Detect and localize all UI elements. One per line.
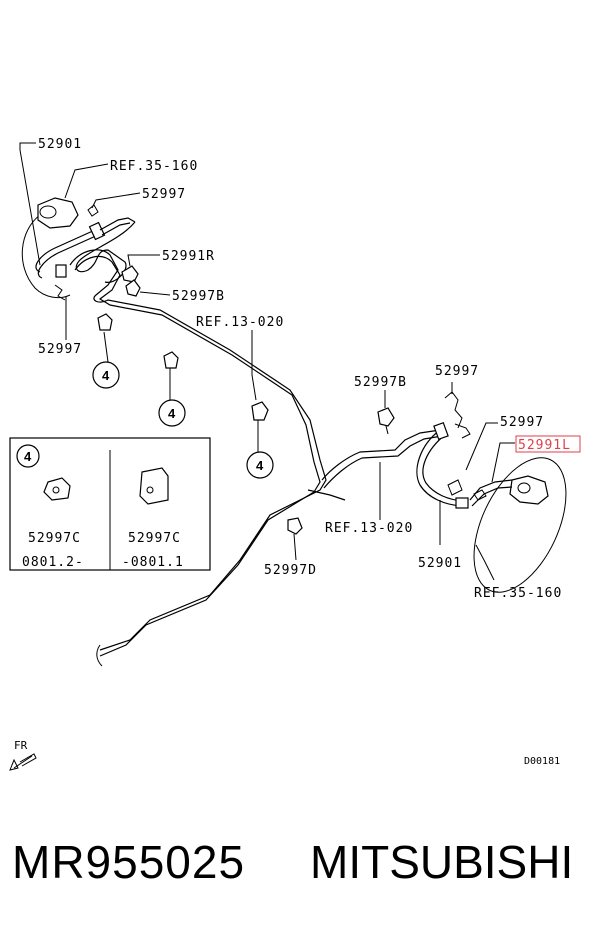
clip-52997D xyxy=(287,517,303,561)
callout-4-b: 4 xyxy=(158,399,186,427)
label-ref35-top: REF.35-160 xyxy=(110,159,198,174)
inset-clamp-left xyxy=(43,477,71,501)
svg-text:4: 4 xyxy=(256,458,264,473)
label-52997b-left: 52997B xyxy=(172,289,225,304)
part-number: MR955025 xyxy=(12,836,246,888)
svg-text:4: 4 xyxy=(168,406,176,421)
front-arrow-icon xyxy=(9,753,37,771)
label-52997-top: 52997 xyxy=(142,187,186,202)
leader-lines xyxy=(19,142,515,581)
brand-name: MITSUBISHI xyxy=(310,836,574,888)
inset-right-part: 52997C xyxy=(128,531,181,546)
left-brake-pipe xyxy=(69,221,327,667)
label-52901-top: 52901 xyxy=(38,137,82,152)
label-ref35-right: REF.35-160 xyxy=(474,586,562,601)
label-52991r: 52991R xyxy=(162,249,215,264)
inset-left-part: 52997C xyxy=(28,531,81,546)
label-ref13-top: REF.13-020 xyxy=(196,315,284,330)
inset-badge-number: 4 xyxy=(24,449,32,464)
footer: MR955025 MITSUBISHI xyxy=(0,835,600,905)
label-52991l: 52991L xyxy=(518,438,571,453)
clip-52997B-left xyxy=(125,279,141,297)
diagram-id: D00181 xyxy=(524,756,560,767)
inset-box: 4 52997C 0801.2- 52997C -0801.1 xyxy=(9,437,211,571)
callout-4-c: 4 xyxy=(246,451,274,479)
svg-text:4: 4 xyxy=(102,368,110,383)
label-ref13-mid: REF.13-020 xyxy=(325,521,413,536)
callout-4-a: 4 xyxy=(92,361,120,389)
label-52997-left: 52997 xyxy=(38,342,82,357)
clip-52997B-mid xyxy=(377,407,395,435)
label-52997b-mid: 52997B xyxy=(354,375,407,390)
right-brake-assembly xyxy=(416,391,567,593)
left-brake-assembly xyxy=(21,197,136,301)
brake-hose-diagram: 52901 REF.35-160 52997 52991R 52997B 529… xyxy=(9,137,581,771)
inset-left-range: 0801.2- xyxy=(22,555,84,570)
fr-label: FR xyxy=(14,739,28,752)
label-52901-right: 52901 xyxy=(418,556,462,571)
clip-52991R xyxy=(121,265,139,283)
inset-badge xyxy=(16,444,40,468)
highlight-box-52991l xyxy=(515,435,581,453)
right-brake-pipe xyxy=(307,429,443,501)
clamp-4-b xyxy=(163,351,179,369)
inset-right-range: -0801.1 xyxy=(122,555,184,570)
inset-clamp-right xyxy=(139,467,169,505)
clamp-4-c xyxy=(251,401,269,421)
label-52997-right2: 52997 xyxy=(500,415,544,430)
label-52997d: 52997D xyxy=(264,563,317,578)
clamp-4-a xyxy=(97,313,113,331)
label-52997-right1: 52997 xyxy=(435,364,479,379)
